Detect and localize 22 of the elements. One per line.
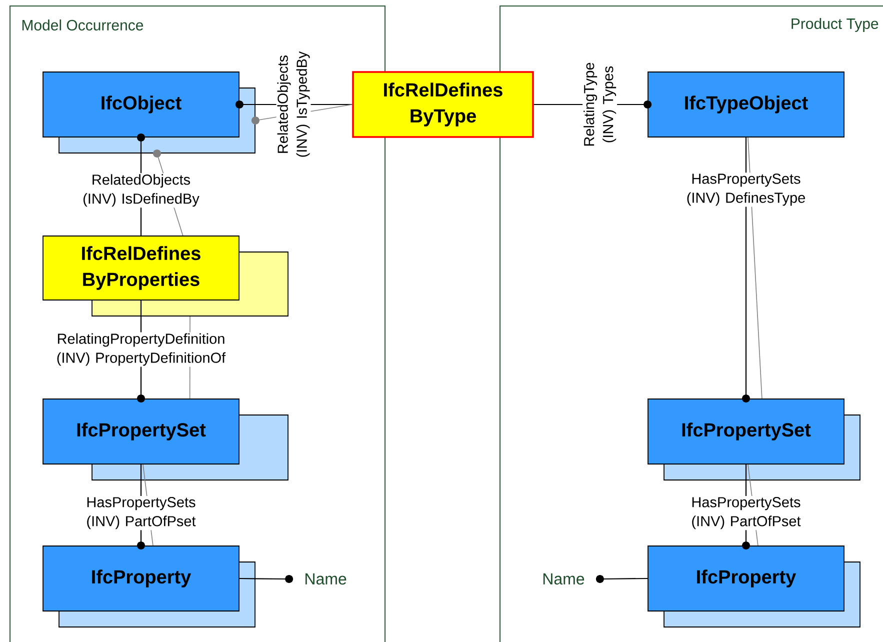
class-box: IfcPropertySet bbox=[648, 398, 860, 480]
edge-label: RelatingPropertyDefinition (INV) PropertyDefinitionOf bbox=[57, 333, 226, 366]
class-box: IfcObject bbox=[42, 72, 256, 154]
class-box: IfcProperty bbox=[648, 546, 860, 628]
connector-line bbox=[596, 575, 648, 583]
connector-line bbox=[239, 575, 294, 583]
class-box: IfcPropertySet bbox=[42, 398, 288, 480]
edge-label: HasPropertySets (INV) PartOfPset bbox=[87, 497, 196, 530]
panel-title: Product Type bbox=[792, 18, 878, 32]
edge-label: RelatedObjects (INV) IsDefinedBy bbox=[84, 174, 200, 207]
edge-label: HasPropertySets (INV) DefinesType bbox=[687, 174, 805, 206]
attribute-label: Name bbox=[306, 573, 346, 585]
class-box: IfcProperty bbox=[42, 546, 256, 628]
edge-label: RelatingType (INV) Types bbox=[584, 62, 616, 146]
panel-title: Model Occurrence bbox=[22, 19, 144, 30]
class-box: IfcTypeObject bbox=[648, 72, 844, 138]
edge-label: HasPropertySets (INV) PartOfPset bbox=[692, 497, 801, 530]
edge-label: RelatedObjects (INV) IsTypedBy bbox=[277, 51, 310, 157]
relationship-box: IfcRelDefines ByProperties bbox=[42, 236, 288, 316]
attribute-label: Name bbox=[543, 573, 584, 585]
relationship-box: IfcRelDefines ByType bbox=[352, 71, 534, 138]
connector-line bbox=[742, 137, 750, 403]
